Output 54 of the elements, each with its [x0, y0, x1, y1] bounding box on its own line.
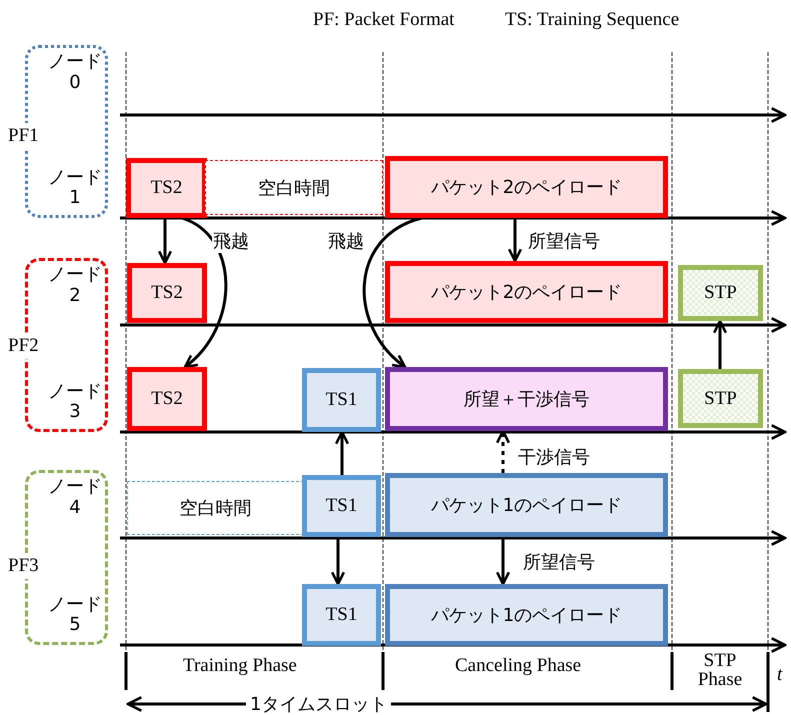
block-label: TS2 — [151, 282, 183, 304]
block-label: TS1 — [326, 604, 358, 626]
block-label: パケット2のペイロード — [430, 176, 622, 199]
block-label: 空白時間 — [258, 176, 330, 200]
block-label: TS2 — [150, 177, 182, 199]
axis-label: t — [777, 664, 782, 686]
training-sequence-block — [302, 368, 381, 432]
arrow — [181, 216, 228, 368]
arrow — [158, 218, 172, 264]
legend-note: PF: Packet Format — [313, 9, 454, 31]
block-label: STP — [704, 388, 737, 410]
edge-label: 飛越 — [212, 229, 250, 253]
combined-signal-block — [385, 367, 668, 431]
block-label: TS1 — [326, 389, 358, 411]
phase-label: Training Phase — [183, 655, 297, 677]
training-sequence-block — [127, 367, 207, 431]
idle-time-block — [127, 481, 304, 535]
payload-block — [385, 473, 668, 537]
block-label: パケット1のペイロード — [430, 494, 622, 517]
node-name: ノード 5 — [47, 594, 103, 636]
node-name: ノード 4 — [47, 477, 103, 518]
arrow — [496, 537, 510, 586]
idle-time-block — [205, 160, 383, 215]
block-label: TS1 — [326, 495, 358, 517]
stp-block — [678, 369, 763, 428]
arrow — [362, 216, 422, 368]
phase-label: STP Phase — [696, 651, 744, 689]
training-sequence-block — [302, 475, 381, 537]
arrow — [330, 537, 346, 586]
payload-block — [385, 156, 668, 218]
packet-format-label: PF1 — [8, 123, 39, 149]
payload-block — [385, 584, 668, 646]
arrow — [508, 218, 522, 262]
training-sequence-block — [127, 263, 207, 323]
block-label: 空白時間 — [180, 497, 252, 520]
training-sequence-block — [302, 584, 381, 646]
payload-block — [385, 261, 668, 323]
node-name: ノード 1 — [47, 168, 103, 209]
training-sequence-block — [126, 158, 207, 218]
block-label: 所望＋干渉信号 — [464, 388, 590, 411]
arrow — [334, 430, 350, 475]
block-label: パケット1のペイロード — [430, 604, 622, 627]
node-name: ノード 3 — [47, 382, 103, 423]
node-name: ノード 2 — [47, 265, 103, 306]
stp-block — [678, 265, 763, 321]
packet-format-label: PF2 — [8, 333, 39, 359]
arrow — [712, 320, 728, 369]
phase-label: Canceling Phase — [455, 655, 582, 677]
node-name: ノード 0 — [47, 52, 103, 94]
block-label: TS2 — [151, 388, 183, 410]
legend-note: TS: Training Sequence — [505, 9, 680, 31]
block-label: STP — [704, 282, 737, 304]
packet-format-label: PF3 — [8, 553, 39, 579]
block-label: パケット2のペイロード — [430, 281, 622, 304]
